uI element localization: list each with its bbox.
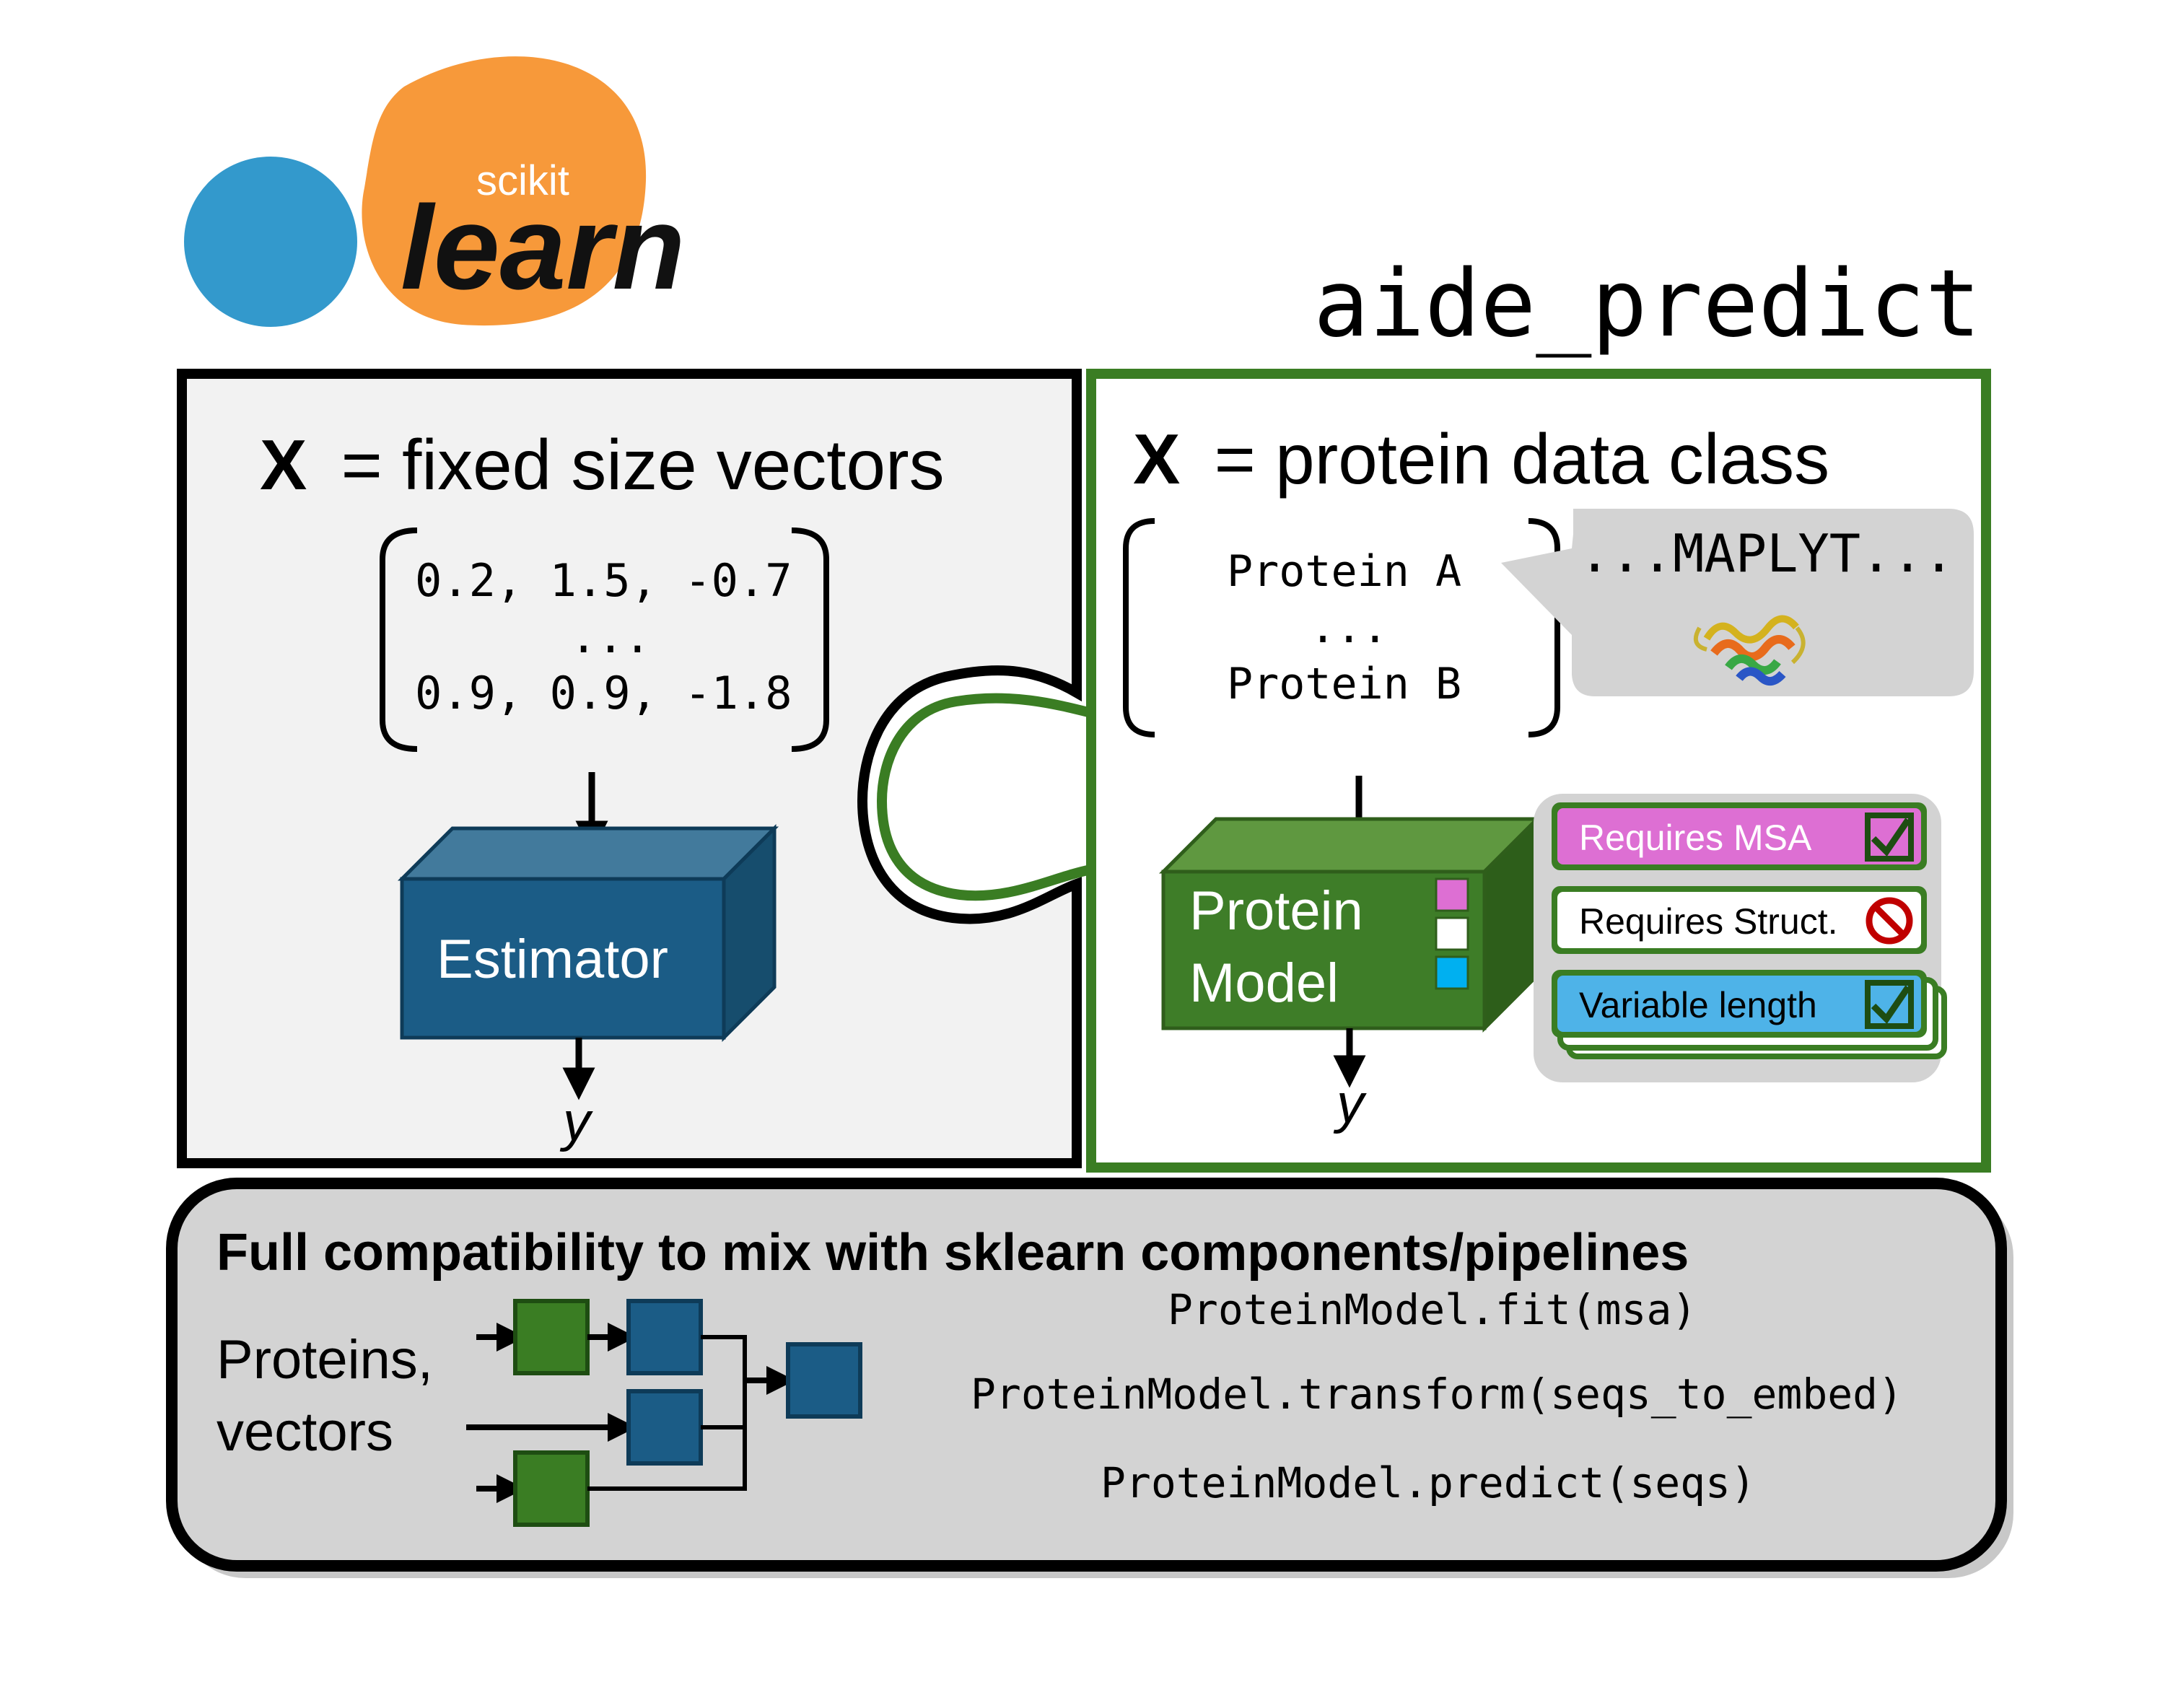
bottom-panel: Full compatibility to mix with sklearn c… bbox=[166, 1178, 2013, 1578]
protein-model-label-line2: Model bbox=[1189, 952, 1339, 1014]
matrix-right-bracket bbox=[791, 527, 829, 752]
code-transform: ProteinModel.transform(seqs_to_embed) bbox=[971, 1370, 1903, 1419]
protein-a-label: Protein A bbox=[1227, 546, 1461, 597]
tag-variable-length: Variable length bbox=[1552, 970, 1947, 1059]
code-fit: ProteinModel.fit(msa) bbox=[1168, 1285, 1697, 1334]
bottom-panel-frame bbox=[166, 1178, 2007, 1572]
protein-dots: ... bbox=[1310, 603, 1388, 653]
sequence-callout bbox=[1501, 509, 1974, 696]
right-panel-heading: X = protein data class bbox=[1133, 419, 1829, 499]
protein-model-top bbox=[1158, 817, 1542, 874]
pipeline-blue-block-2 bbox=[626, 1389, 703, 1466]
left-heading-rest: = fixed size vectors bbox=[341, 425, 945, 504]
logo-orange-blob bbox=[362, 56, 647, 326]
logo-scikit-text: scikit bbox=[476, 157, 569, 204]
estimator-top bbox=[397, 826, 779, 881]
model-tag-swatch-length bbox=[1435, 955, 1469, 990]
code-predict: ProteinModel.predict(seqs) bbox=[1101, 1458, 1756, 1507]
scikit-learn-logo: scikit learn bbox=[184, 56, 685, 327]
sequence-snippet: ...MAPLYT... bbox=[1579, 523, 1954, 584]
aide-predict-title: aide_predict bbox=[1313, 250, 1981, 358]
model-tag-swatch-struct bbox=[1435, 916, 1469, 951]
left-output-y: y bbox=[559, 1091, 593, 1152]
pipeline-green-block-2 bbox=[513, 1450, 590, 1527]
tag-requires-msa: Requires MSA bbox=[1552, 802, 1927, 870]
pipeline-inputs-line1: Proteins, bbox=[216, 1329, 433, 1391]
matrix-dots: ... bbox=[570, 610, 651, 663]
bottom-panel-heading: Full compatibility to mix with sklearn c… bbox=[216, 1224, 1689, 1282]
check-icon bbox=[1865, 813, 1914, 862]
protein-model-label-line1: Protein bbox=[1189, 880, 1363, 942]
prohibited-icon bbox=[1866, 897, 1913, 945]
estimator-front bbox=[400, 877, 726, 1040]
pipeline-diagram bbox=[466, 1299, 862, 1527]
tag-variable-length-label: Variable length bbox=[1579, 985, 1817, 1025]
protein-b-label: Protein B bbox=[1227, 659, 1461, 709]
protein-model-front bbox=[1161, 870, 1487, 1030]
left-panel-heading: X = fixed size vectors bbox=[260, 425, 945, 504]
right-heading-rest: = protein data class bbox=[1215, 419, 1830, 499]
left-panel: X = fixed size vectors 0.2, 1.5, -0.7 ..… bbox=[177, 369, 1093, 1168]
left-heading-x: X bbox=[260, 425, 307, 504]
check-icon bbox=[1865, 980, 1914, 1029]
logo-learn-text: learn bbox=[401, 181, 685, 314]
right-heading-x: X bbox=[1133, 419, 1180, 499]
tag-requires-struct-label: Requires Struct. bbox=[1579, 901, 1837, 942]
pipeline-blue-block-1 bbox=[626, 1299, 703, 1375]
pipeline-inputs-line2: vectors bbox=[216, 1401, 393, 1463]
logo-blue-blob bbox=[184, 157, 357, 327]
pipeline-green-block-1 bbox=[513, 1299, 590, 1375]
protein-right-bracket bbox=[1528, 518, 1560, 737]
right-output-y: y bbox=[1333, 1073, 1367, 1134]
pipeline-blue-block-final bbox=[786, 1342, 862, 1419]
right-panel: X = protein data class Protein A ... Pro… bbox=[1086, 369, 1991, 1173]
estimator-label: Estimator bbox=[437, 929, 668, 990]
protein-model-block: Protein Model bbox=[1158, 814, 1542, 1033]
model-tag-swatch-msa bbox=[1435, 877, 1469, 912]
tag-requires-struct: Requires Struct. bbox=[1552, 886, 1927, 954]
matrix-row-1: 0.2, 1.5, -0.7 bbox=[415, 554, 792, 607]
protein-left-bracket bbox=[1123, 518, 1155, 737]
tag-requires-msa-label: Requires MSA bbox=[1579, 818, 1812, 858]
puzzle-tab-green-outline bbox=[876, 693, 1093, 901]
matrix-row-2: 0.9, 0.9, -1.8 bbox=[415, 667, 792, 719]
protein-structure-icon bbox=[1693, 615, 1806, 686]
estimator-block: Estimator bbox=[397, 823, 779, 1043]
matrix-left-bracket bbox=[380, 527, 418, 752]
